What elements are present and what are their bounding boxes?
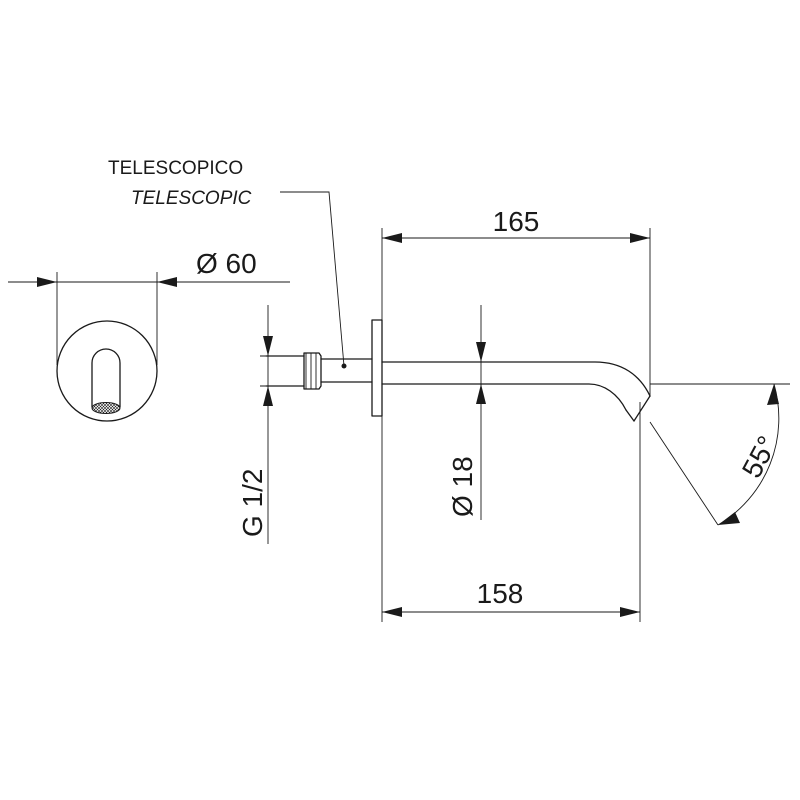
angle-arrow-bottom <box>718 512 740 525</box>
total-length-dimension: 165 <box>381 206 651 396</box>
spout-top-edge <box>381 361 651 397</box>
front-view <box>56 320 158 422</box>
thread-dimension: G 1/2 <box>237 305 300 544</box>
thread-size-label: G 1/2 <box>237 469 268 537</box>
telescopic-label-it: TELESCOPICO <box>108 158 243 179</box>
thread-arrow-top <box>263 336 273 356</box>
side-view <box>265 319 651 422</box>
thread-fitting <box>303 352 322 390</box>
arrowhead-right <box>157 277 177 287</box>
rosette-diameter-dimension: Ø 60 <box>8 248 290 365</box>
telescopic-label-en: TELESCOPIC <box>131 188 252 209</box>
arrowhead-left <box>37 277 57 287</box>
rosette-diameter-label: Ø 60 <box>196 248 257 279</box>
angle-reference-outlet <box>649 421 719 526</box>
telescopic-leader-line <box>280 191 345 367</box>
inner-arrow-left <box>382 607 402 617</box>
aerator-icon <box>91 402 121 414</box>
thread-arrow-bottom <box>263 386 273 406</box>
total-arrow-right <box>630 233 650 243</box>
total-length-label: 165 <box>493 206 540 237</box>
inner-arrow-right <box>620 607 640 617</box>
angle-dimension: 55° <box>649 383 790 526</box>
total-arrow-left <box>382 233 402 243</box>
inner-length-dimension: 158 <box>381 402 641 622</box>
telescopic-callout: TELESCOPICO TELESCOPIC <box>108 158 345 367</box>
pipe-diameter-dimension: Ø 18 <box>447 305 486 520</box>
pipe-arrow-top <box>476 342 486 362</box>
spout-front-body <box>91 348 121 408</box>
rosette-circle <box>56 320 158 422</box>
spout-bottom-edge <box>381 383 627 411</box>
outlet-angle-label: 55° <box>736 431 783 483</box>
pipe-diameter-label: Ø 18 <box>447 456 478 517</box>
spout-tip <box>625 409 635 422</box>
inner-length-label: 158 <box>477 578 524 609</box>
pipe-arrow-bottom <box>476 384 486 404</box>
spout-outlet <box>633 395 651 422</box>
wall-plate <box>371 319 383 417</box>
angle-arrow-top <box>767 384 779 405</box>
